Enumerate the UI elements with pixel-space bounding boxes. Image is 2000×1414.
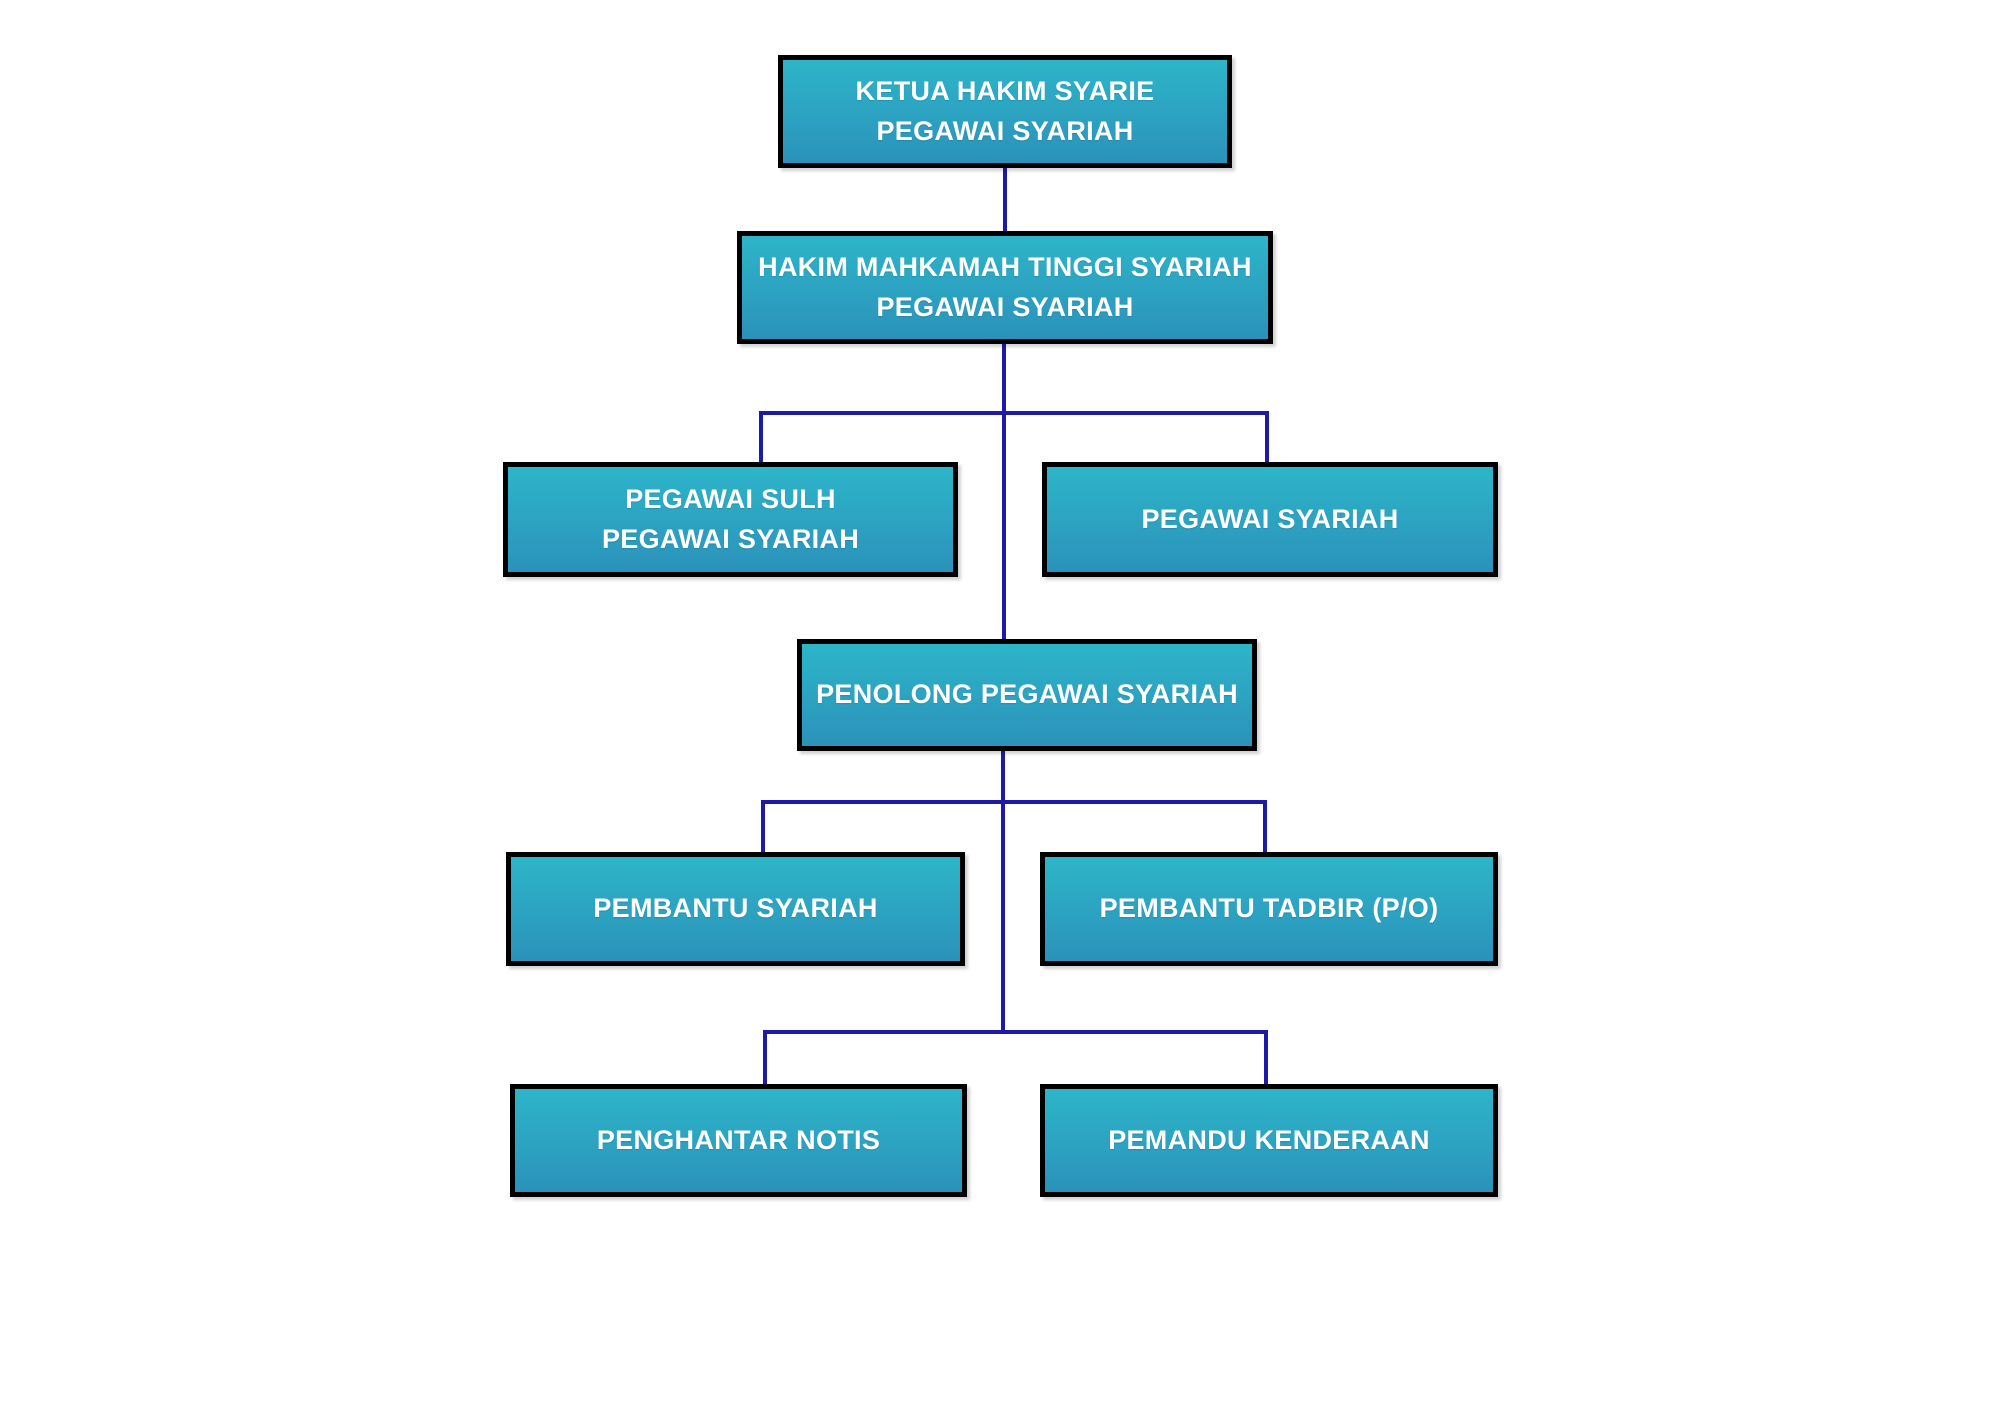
org-node-hakim-mahkamah-tinggi: HAKIM MAHKAMAH TINGGI SYARIAH PEGAWAI SY… [737,231,1273,344]
label-line: PEGAWAI SYARIAH [876,291,1134,322]
connector-penolong-spine [1001,751,1005,1034]
label-line: PENOLONG PEGAWAI SYARIAH [816,679,1238,710]
label-line: HAKIM MAHKAMAH TINGGI SYARIAH [758,252,1252,283]
label-line: PEGAWAI SYARIAH [1141,503,1399,534]
org-node-label: PENGHANTAR NOTIS [597,1121,880,1160]
label-line: PEGAWAI SULH [625,484,836,515]
connector-drop-pembantu-tadbir [1263,800,1267,852]
org-node-pembantu-tadbir: PEMBANTU TADBIR (P/O) [1040,852,1498,966]
connector-drop-pegawai-syariah [1265,411,1269,462]
label-line: PEGAWAI SYARIAH [601,523,860,554]
org-node-label: PEGAWAI SYARIAH [1141,500,1398,539]
connector-drop-pemandu-kenderaan [1264,1030,1268,1084]
connector-tier3-branch [759,411,1269,415]
label-line: PEMANDU KENDERAAN [1108,1124,1430,1155]
label-line: PEMBANTU SYARIAH [593,893,878,924]
connector-drop-pegawai-sulh [759,411,763,462]
connector-ketua-to-hakim [1003,168,1007,231]
org-node-penolong-pegawai-syariah: PENOLONG PEGAWAI SYARIAH [797,639,1257,751]
org-node-ketua-hakim-syarie: KETUA HAKIM SYARIE PEGAWAI SYARIAH [778,55,1232,168]
label-line: PEGAWAI SYARIAH [876,115,1134,146]
label-line: PENGHANTAR NOTIS [596,1124,881,1155]
connector-drop-penghantar-notis [763,1030,767,1084]
org-node-label: HAKIM MAHKAMAH TINGGI SYARIAH PEGAWAI SY… [758,248,1252,326]
org-node-label: PEGAWAI SULH PEGAWAI SYARIAH [602,480,859,558]
connector-drop-pembantu-syariah [761,800,765,852]
org-node-label: KETUA HAKIM SYARIE PEGAWAI SYARIAH [856,72,1155,150]
org-node-label: PEMBANTU SYARIAH [593,889,877,928]
label-line: PEMBANTU TADBIR (P/O) [1099,893,1439,924]
org-node-pembantu-syariah: PEMBANTU SYARIAH [506,852,965,966]
label-line: KETUA HAKIM SYARIE [855,76,1155,107]
org-node-pegawai-syariah: PEGAWAI SYARIAH [1042,462,1498,577]
connector-hakim-to-penolong [1002,343,1006,639]
org-node-pegawai-sulh: PEGAWAI SULH PEGAWAI SYARIAH [503,462,958,577]
org-node-label: PEMBANTU TADBIR (P/O) [1100,889,1439,928]
org-node-penghantar-notis: PENGHANTAR NOTIS [510,1084,967,1197]
connector-tier5-branch [761,800,1267,804]
org-node-pemandu-kenderaan: PEMANDU KENDERAAN [1040,1084,1498,1197]
org-node-label: PEMANDU KENDERAAN [1108,1121,1430,1160]
connector-tier6-branch [763,1030,1268,1034]
org-node-label: PENOLONG PEGAWAI SYARIAH [816,675,1238,714]
